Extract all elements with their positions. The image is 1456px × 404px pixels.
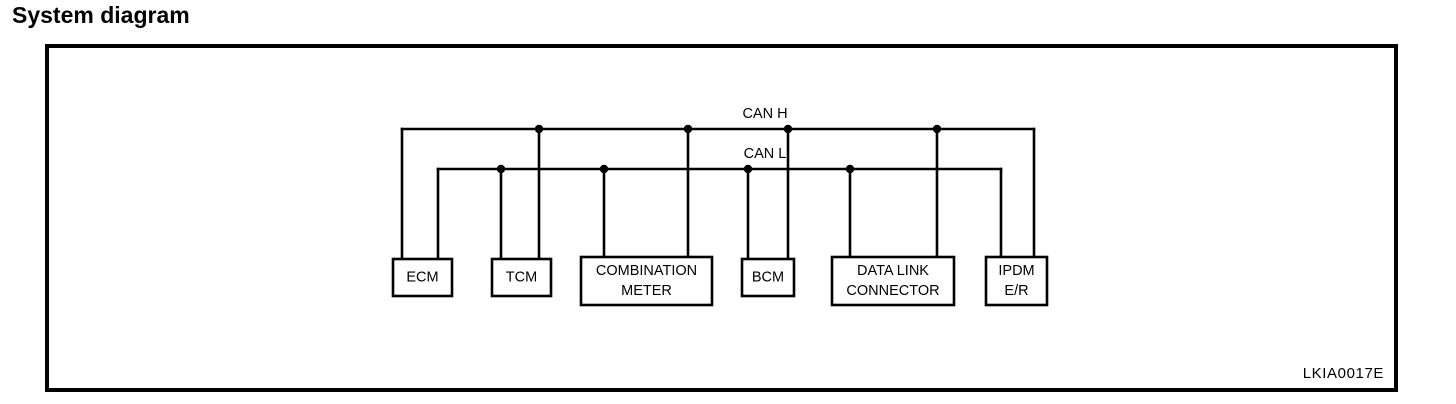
node-boxes-layer: ECM TCM COMBINATION METER BCM DATA LINK CONNEC… — [391, 255, 1049, 307]
node-label-ipdm-er: IPDM — [998, 263, 1034, 279]
bus-labels-layer: CAN H CAN L — [742, 106, 787, 162]
node-label-ecm: ECM — [406, 269, 438, 285]
reference-code: LKIA0017E — [1302, 365, 1384, 382]
junction-dot-can-h-combination-meter — [683, 124, 693, 134]
node-box-ecm[interactable] — [391, 257, 454, 298]
node-label-combination-meter: COMBINATION — [596, 263, 697, 279]
node-box-data-link-connector[interactable] — [830, 255, 956, 307]
page-title: System diagram — [12, 2, 190, 28]
node-box-ipdm-er[interactable] — [984, 255, 1049, 307]
node-label-ipdm-er: E/R — [1004, 283, 1028, 299]
junction-dot-can-h-tcm — [534, 124, 544, 134]
junction-dot-can-l-data-link-connector — [845, 164, 855, 174]
junction-dot-can-l-bcm — [743, 164, 753, 174]
node-label-combination-meter: METER — [621, 283, 672, 299]
node-label-bcm: BCM — [752, 269, 784, 285]
node-box-combination-meter[interactable] — [579, 255, 714, 307]
can-bus-lines-layer — [400, 127, 1036, 171]
node-label-tcm: TCM — [506, 269, 537, 285]
system-diagram-frame: ECM TCM COMBINATION METER BCM DATA LINK CONNEC… — [45, 44, 1398, 392]
junction-dot-can-h-data-link-connector — [932, 124, 942, 134]
junction-dot-can-l-combination-meter — [599, 164, 609, 174]
bus-label-can-l: CAN L — [744, 146, 787, 162]
system-diagram-canvas: ECM TCM COMBINATION METER BCM DATA LINK CONNEC… — [391, 106, 1049, 307]
node-box-bcm[interactable] — [740, 257, 796, 298]
node-box-tcm[interactable] — [490, 257, 553, 298]
junction-dot-can-l-tcm — [496, 164, 506, 174]
junction-dot-can-h-bcm — [783, 124, 793, 134]
node-label-data-link-connector: DATA LINK — [857, 263, 929, 279]
bus-label-can-h: CAN H — [742, 106, 787, 122]
junction-dots-layer — [496, 124, 942, 174]
node-label-data-link-connector: CONNECTOR — [846, 283, 939, 299]
node-stub-lines-layer — [400, 127, 1036, 261]
